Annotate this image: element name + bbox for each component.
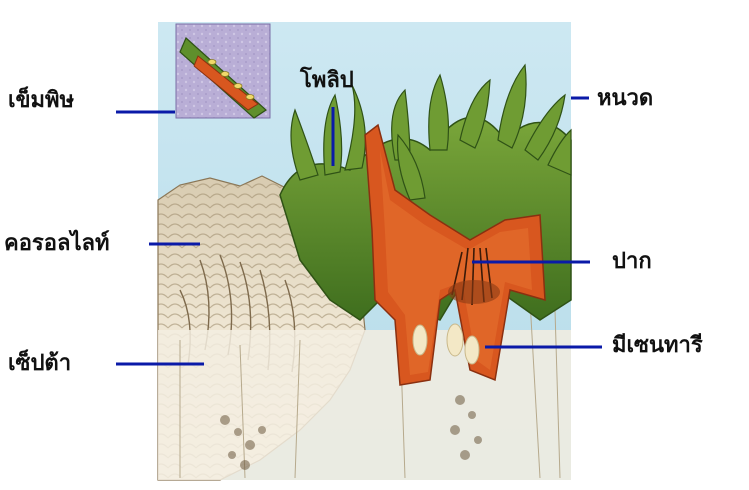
label-mouth: ปาก xyxy=(612,249,652,275)
label-tentacle: หนวด xyxy=(597,86,653,112)
gastric-cavity xyxy=(448,280,500,304)
label-polyp: โพลิป xyxy=(300,68,354,94)
label-nematocyst: เข็มพิษ xyxy=(8,88,74,114)
label-mesentery: มีเซนทารี xyxy=(612,333,703,359)
label-septa: เซ็ปต้า xyxy=(8,351,71,377)
skeleton-base xyxy=(158,330,571,480)
label-corallite: คอรอลไลท์ xyxy=(4,231,110,257)
